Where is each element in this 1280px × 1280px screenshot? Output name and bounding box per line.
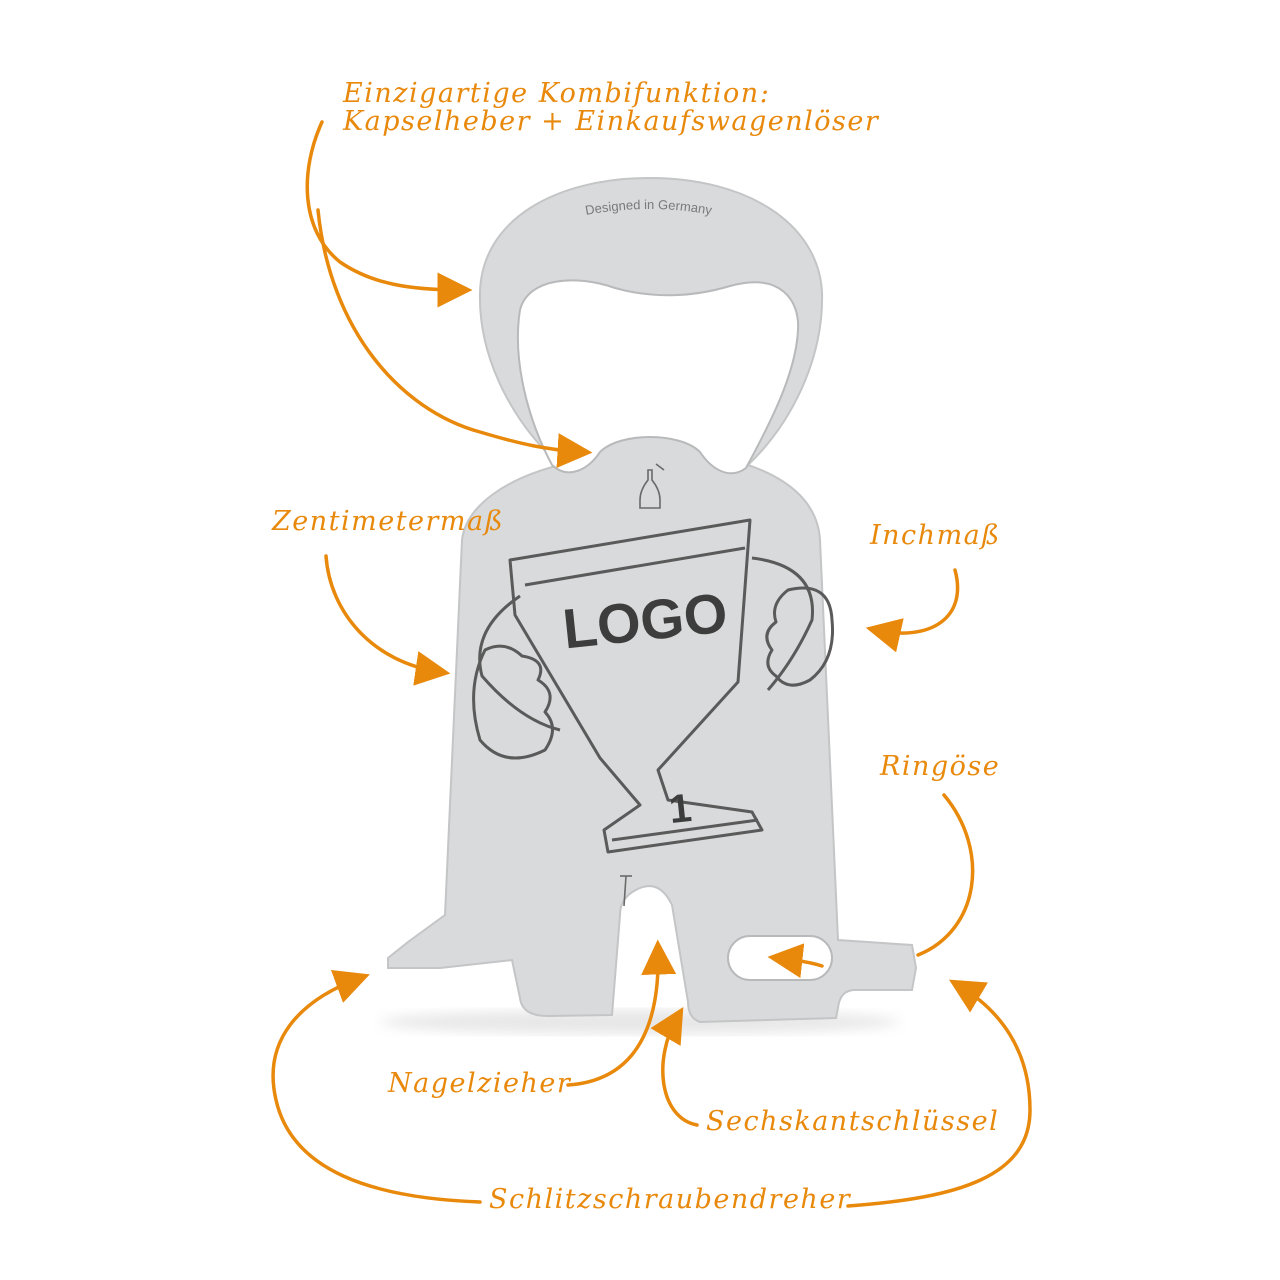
arrow-slot-right bbox=[846, 979, 1032, 1208]
trophy-cup bbox=[508, 518, 764, 854]
arrow-hex bbox=[650, 1006, 699, 1127]
label-combo-line1: Einzigartige Kombifunktion: bbox=[343, 78, 771, 109]
label-slot-screwdriver: Schlitzschraubendreher bbox=[489, 1184, 852, 1215]
label-combo-line2: Kapselheber + Einkaufswagenlöser bbox=[343, 106, 880, 138]
hand-right bbox=[765, 586, 835, 687]
label-nail-puller: Nagelzieher bbox=[388, 1068, 572, 1099]
bottle-icon bbox=[639, 463, 665, 509]
label-inch: Inchmaß bbox=[870, 520, 1001, 551]
label-centimeter: Zentimetermaß bbox=[272, 506, 505, 537]
label-combo-function: Einzigartige Kombifunktion: Kapselheber … bbox=[343, 78, 880, 138]
trophy-engraving bbox=[472, 518, 835, 854]
label-hex-wrench: Sechskantschlüssel bbox=[706, 1106, 1000, 1137]
engraving-text: Designed in Germany bbox=[584, 197, 714, 218]
trophy-number: 1 bbox=[667, 786, 694, 832]
arrow-combo-lower bbox=[316, 208, 593, 469]
trophy-base-line bbox=[611, 818, 759, 842]
multitool: Designed in Germany LOGO 1 bbox=[387, 176, 918, 1024]
trophy-handle-left bbox=[478, 594, 561, 732]
arrow-slot-left bbox=[271, 970, 482, 1204]
hand-left bbox=[472, 644, 554, 760]
arrow-nail bbox=[566, 939, 677, 1087]
nail-icon bbox=[620, 875, 632, 907]
arrow-combo-upper bbox=[305, 120, 473, 308]
arrow-ring bbox=[916, 793, 975, 957]
trophy-handle-right bbox=[751, 556, 814, 691]
bottle-opener-hole bbox=[516, 279, 800, 475]
label-ring-eyelet: Ringöse bbox=[880, 751, 1001, 782]
arrow-centimeter bbox=[324, 554, 451, 686]
trophy-rim bbox=[524, 546, 746, 587]
callout-arrows bbox=[271, 120, 1032, 1208]
arrow-inch bbox=[865, 568, 960, 653]
arrow-ring-tip bbox=[767, 943, 824, 979]
